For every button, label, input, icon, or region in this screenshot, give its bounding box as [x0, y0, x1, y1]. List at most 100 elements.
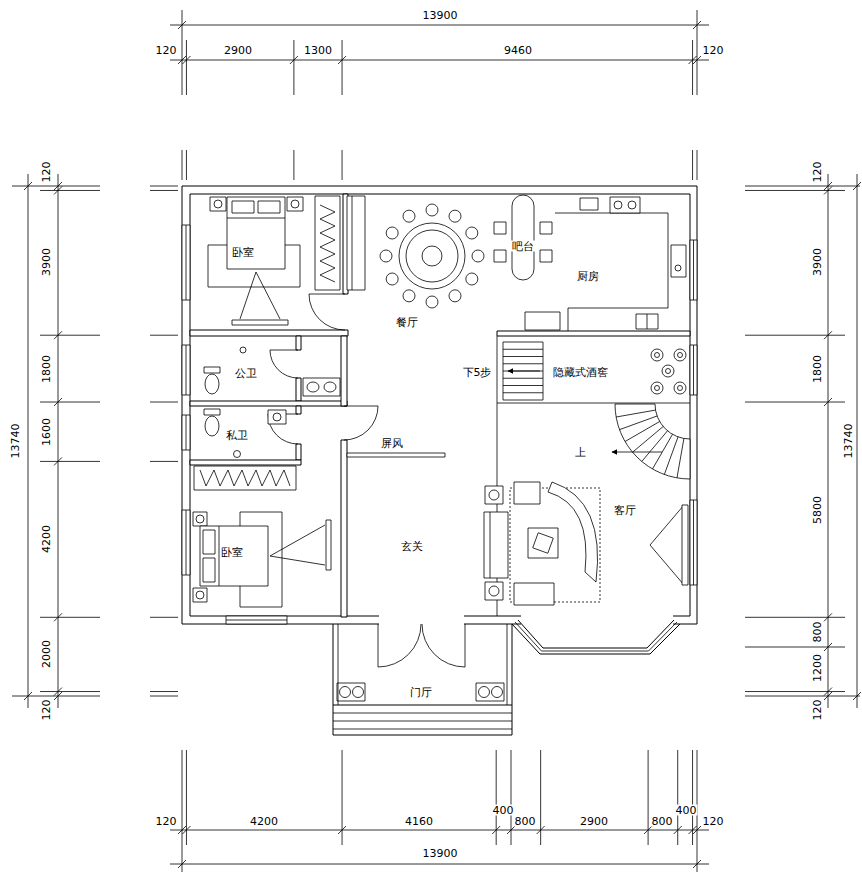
living-furniture-part: [484, 512, 508, 578]
wine-cellar-part: [662, 365, 674, 377]
kitchen-furniture-part: [671, 245, 686, 277]
wine-cellar-part-part: [503, 385, 543, 386]
interior-wall: [190, 194, 690, 617]
dimension-text: 4200: [41, 524, 52, 554]
dimension-line: [857, 174, 858, 708]
living-furniture-part: [485, 486, 503, 504]
window-part: [690, 500, 697, 585]
spiral-stair-part-part: [642, 431, 668, 462]
living-furniture-part: [514, 583, 554, 605]
living-furniture-part: [682, 505, 688, 585]
bay-window-part: [512, 624, 680, 654]
kitchen-furniture-part: [647, 314, 648, 329]
bedroom-furniture-part: [196, 591, 204, 599]
dining-furniture-part-part: [403, 210, 415, 222]
spiral-stair-part-part: [616, 410, 655, 417]
bedroom-furniture-part: [256, 272, 280, 319]
dimension-text: 2900: [223, 45, 253, 56]
bedroom-furniture-part: [210, 197, 226, 211]
dimension-line: [58, 174, 59, 708]
wine-cellar-part: [651, 349, 663, 361]
dimension-line: [150, 691, 178, 692]
dimension-line: [496, 750, 497, 845]
window-part: [186, 225, 187, 300]
spiral-stair-part-part: [620, 416, 658, 430]
dimension-line: [697, 40, 698, 95]
entrance-porch-part: [338, 624, 339, 705]
living-furniture-part: [489, 490, 499, 500]
bedroom-furniture-part: [240, 272, 256, 319]
spiral-stair-part-part: [664, 437, 678, 475]
dimension-line: [150, 402, 178, 403]
kitchen-furniture-part: [614, 201, 622, 209]
dimension-text: 3900: [812, 247, 823, 277]
room-name: 上: [574, 447, 587, 458]
interior-wall-part: [296, 444, 301, 460]
dimension-line: [692, 40, 693, 95]
dimension-text: 4200: [249, 816, 279, 827]
wine-cellar-part-part: [503, 356, 543, 357]
dining-furniture-part: [352, 196, 353, 290]
bedroom-furniture-part: [196, 515, 204, 523]
room-name: 餐厅: [395, 317, 419, 328]
window-part: [693, 345, 694, 395]
wine-cellar: [503, 342, 686, 400]
dimension-line: [745, 696, 845, 697]
kitchen-furniture-part: [580, 198, 598, 210]
dining-furniture-part-part: [386, 273, 398, 285]
dimension-line: [40, 402, 100, 403]
dimension-lines: [12, 10, 861, 872]
wine-cellar-part: [655, 386, 660, 391]
window-part: [182, 225, 190, 300]
dining-furniture-part-part: [466, 273, 478, 285]
bedroom-furniture-part: [200, 470, 290, 486]
dimension-line: [540, 750, 541, 845]
dimension-line: [182, 10, 183, 40]
dimension-line: [692, 750, 693, 845]
window-part: [182, 345, 190, 395]
bathroom-fixture-part: [240, 347, 246, 353]
spiral-stair-part-part: [677, 438, 684, 477]
outer-wall-part: [379, 614, 464, 626]
dimension-line: [828, 174, 829, 708]
dimension-line: [150, 186, 178, 187]
dining-furniture-part: [406, 230, 458, 282]
bedroom-furniture-part: [200, 526, 268, 586]
dimension-line: [697, 750, 698, 845]
dining-furniture-part-part: [403, 290, 415, 302]
entrance-porch-part: [333, 624, 334, 735]
living-furniture-part: [650, 505, 684, 545]
entrance-porch-part: [476, 683, 504, 701]
dimension-line: [677, 750, 678, 845]
kitchen-furniture-part: [540, 250, 552, 262]
kitchen-furniture-part: [610, 197, 640, 213]
entrance-porch-part: [512, 624, 513, 735]
bedroom-furniture-part: [320, 205, 335, 282]
folding-screen-part: [347, 453, 445, 457]
room-name: 卧室: [220, 547, 244, 558]
bay-window: [512, 620, 680, 654]
interior-wall-part: [296, 378, 301, 401]
dimension-line: [170, 830, 709, 831]
door-swing-part: [378, 624, 421, 667]
kitchen-furniture-part: [555, 213, 668, 331]
dimension-text: 120: [812, 699, 823, 722]
room-name: 吧台: [511, 241, 535, 252]
bathroom-fixture-part: [324, 382, 336, 392]
dimension-text: 120: [155, 816, 178, 827]
spiral-stair-part: [615, 404, 690, 479]
entrance-porch-part: [353, 687, 364, 698]
dimension-line: [745, 335, 845, 336]
kitchen-furniture-part: [494, 222, 506, 234]
bathroom-fixture-part: [234, 451, 241, 458]
bedroom-furniture-part: [270, 556, 325, 565]
wine-cellar-part: [503, 349, 543, 393]
dimension-line: [40, 696, 100, 697]
dining-furniture-part: [422, 246, 442, 266]
dimension-line: [182, 845, 183, 872]
dimension-line: [170, 864, 709, 865]
dimension-line: [182, 150, 183, 180]
door-swing-part: [270, 350, 298, 378]
door-swing: [268, 294, 465, 667]
dimension-line: [293, 150, 294, 180]
